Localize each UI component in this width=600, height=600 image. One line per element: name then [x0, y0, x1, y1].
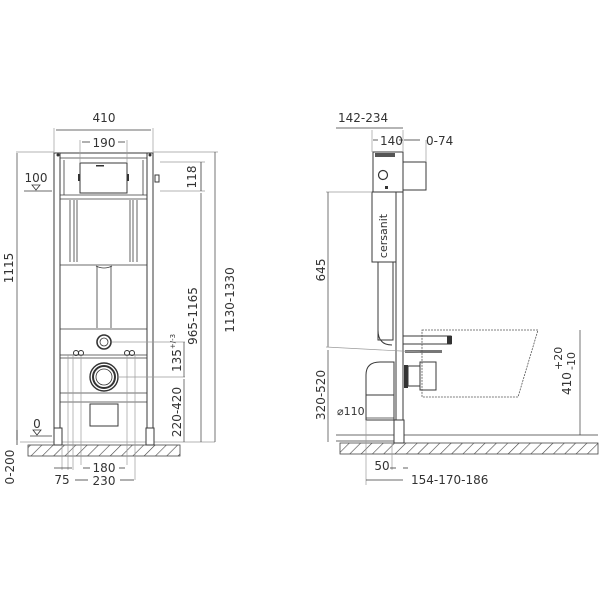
- dim-frame-width: 410: [93, 111, 116, 125]
- front-view: 410 190 1115 100 0 0-200 118 965-1165: [2, 111, 237, 488]
- dim-pipe-diameter: ⌀110: [337, 405, 365, 418]
- floor-hatch-right: [339, 442, 599, 455]
- dim-leg-offset: 50: [374, 459, 389, 473]
- dim-wall-distance: 154-170-186: [411, 473, 488, 487]
- dim-button-projection: 0-74: [426, 134, 453, 148]
- dim-waste-height-side: 320-520: [314, 370, 328, 420]
- dim-flush-height: 965-1165: [186, 287, 200, 345]
- level-mark-0: 0: [33, 417, 41, 431]
- dim-cistern-height: 645: [314, 259, 328, 282]
- dim-total-height-left: 1115: [2, 253, 16, 284]
- side-view: cersanit 410 +20 -10 142-234 140: [314, 111, 599, 487]
- dim-upper-offset: 118: [185, 166, 199, 189]
- dim-seat-tol-plus: +20: [552, 347, 565, 370]
- floor-hatch-left: [27, 444, 181, 457]
- level-mark-100: 100: [25, 171, 48, 185]
- dim-inner-spacing: 180: [93, 461, 116, 475]
- dim-cistern-opening: 190: [93, 136, 116, 150]
- dim-total-height-right: 1130-1330: [223, 267, 237, 332]
- dim-bolt-spacing: 135+/-3: [169, 334, 184, 372]
- brand-logo: cersanit: [377, 213, 390, 258]
- dim-leg-adjust: 0-200: [3, 450, 17, 485]
- dim-depth-range: 142-234: [338, 111, 388, 125]
- dim-foot-width: 75: [54, 473, 69, 487]
- dim-frame-depth: 140: [380, 134, 403, 148]
- dim-seat-tol-minus: -10: [565, 352, 578, 370]
- dim-seat-height: 410: [560, 372, 574, 395]
- dim-waste-height: 220-420: [170, 387, 184, 437]
- dim-outer-spacing: 230: [93, 474, 116, 488]
